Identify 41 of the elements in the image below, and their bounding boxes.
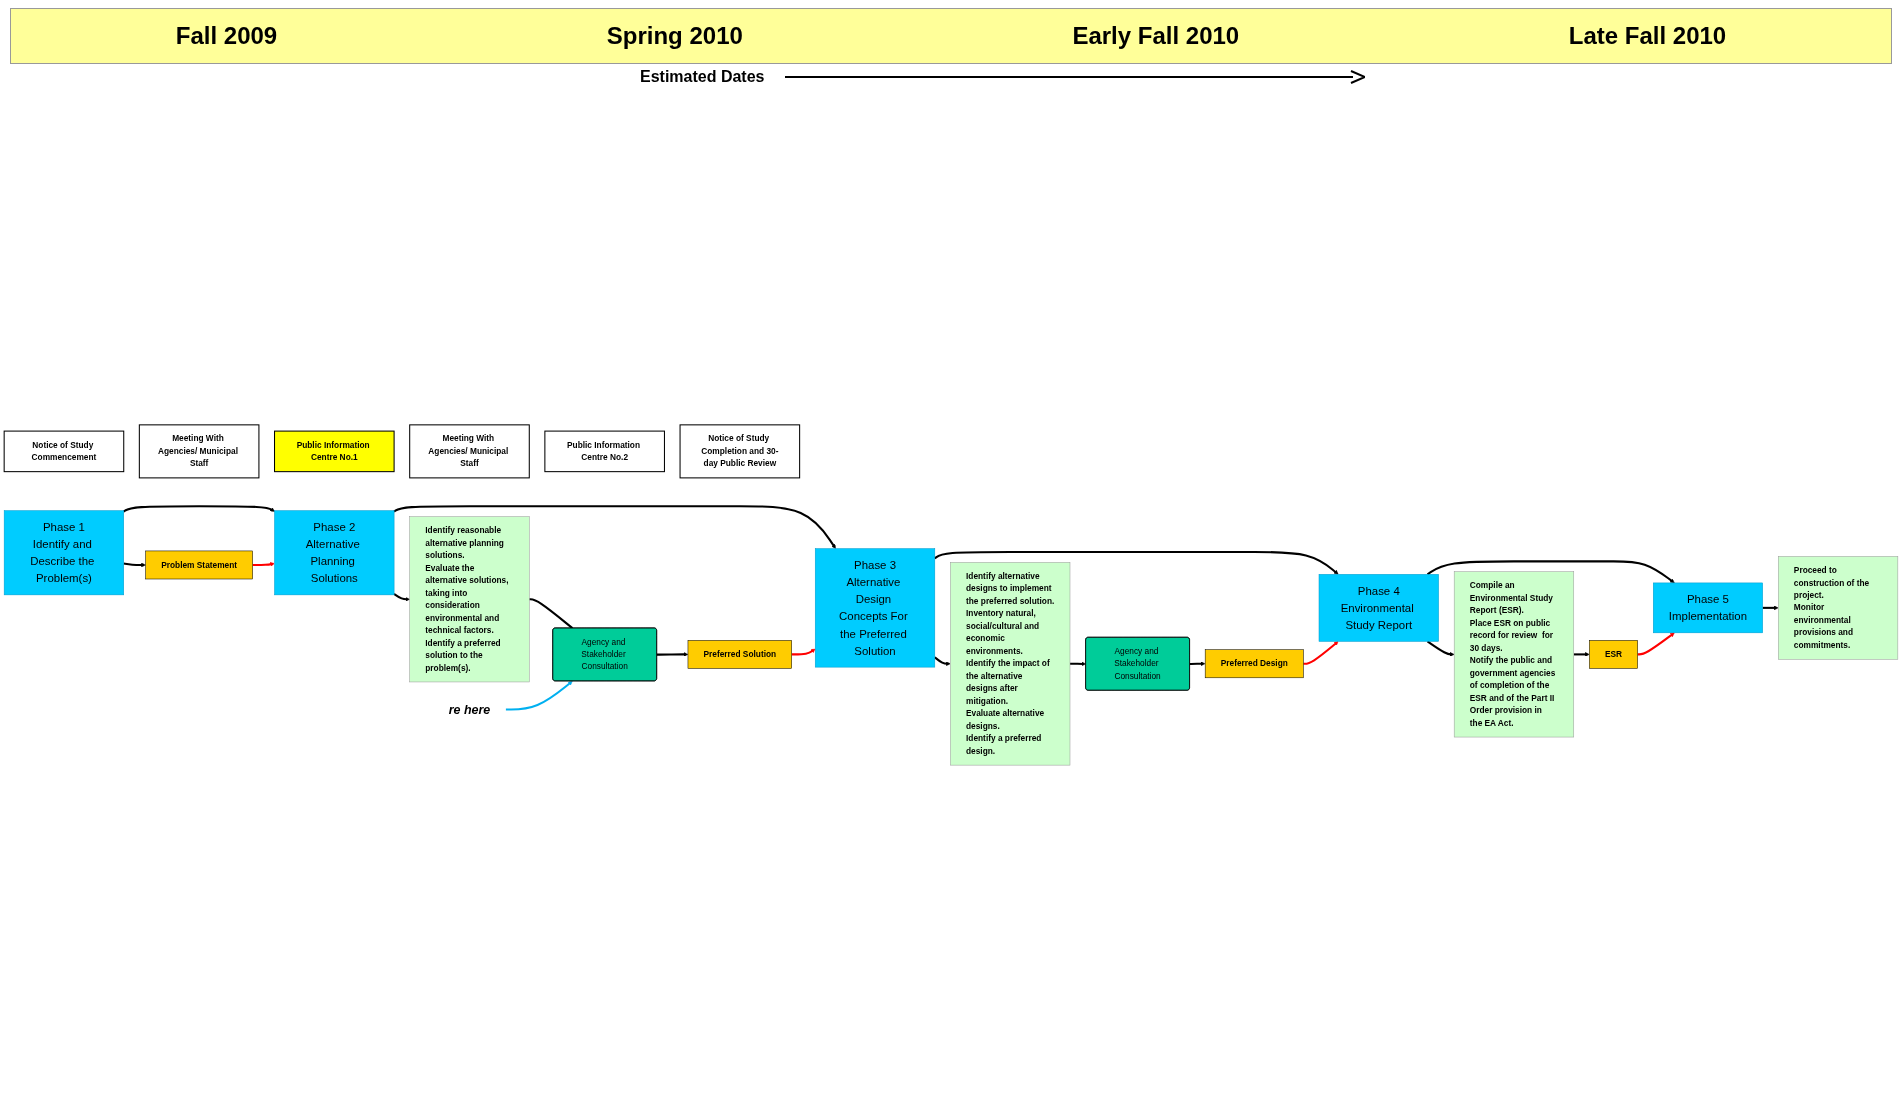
- date-label: Early Fall 2010: [1072, 22, 1240, 50]
- node-box: Public Information Centre No.2: [544, 430, 665, 473]
- node-box: Public Information Centre No.1: [274, 430, 395, 473]
- node-box: Phase 2 Alternative Planning Solutions: [274, 510, 395, 596]
- node-box: Preferred Solution: [687, 640, 792, 669]
- arrow: [505, 680, 573, 711]
- node-box: Phase 3 Alternative Design Concepts For the Preferred Solution: [814, 548, 936, 668]
- connector: [529, 598, 574, 629]
- date-label: Late Fall 2010: [1568, 22, 1727, 50]
- arrow: [934, 656, 951, 667]
- arrow: [123, 505, 275, 513]
- timeline-caption: Estimated Dates: [640, 68, 765, 86]
- node-box: Meeting With Agencies/ Municipal Staff: [138, 424, 260, 479]
- arrow: [252, 562, 275, 567]
- arrow: [1070, 661, 1087, 667]
- arrow: [791, 648, 816, 656]
- arrow: [1426, 560, 1675, 584]
- arrow: [656, 652, 689, 657]
- node-box: Phase 5 Implementation: [1653, 582, 1763, 634]
- arrow: [393, 505, 836, 549]
- node-box: Identify alternative designs to implement the preferred solution. Inventory natural, social/cultural and economic environments. Identify the impact of the alternative designs after mitigation. Evaluate alternative designs. Identify a preferred design.: [950, 562, 1071, 766]
- arrow: [1426, 640, 1455, 657]
- node-box: Notice of Study Completion and 30-day Public Review: [679, 424, 801, 479]
- node-box: Compile an Environmental Study Report (ESR). Place ESR on public record for review for 30 days. Notify the public and government agencies of completion of the ESR and of the Part II Order provision in the EA Act.: [1453, 571, 1574, 738]
- arrow: [934, 550, 1339, 575]
- node-box: Phase 1 Identify and Describe the Problem(s): [3, 510, 124, 596]
- node-box: Identify reasonable alternative planning solutions. Evaluate the alternative solutions, taking into consideration environmental and technical factors. Identify a preferred solution to the problem(s).: [409, 516, 530, 683]
- node-box: Preferred Design: [1204, 649, 1304, 679]
- node-box: Phase 4 Environmental Study Report: [1318, 574, 1439, 642]
- node-box: Meeting With Agencies/ Municipal Staff: [409, 424, 530, 479]
- date-label: Spring 2010: [606, 22, 743, 50]
- node-box: Proceed to construction of the project. Monitor environmental provisions and commitments.: [1778, 556, 1899, 660]
- arrow: [1762, 605, 1779, 611]
- node-box: ESR: [1589, 640, 1638, 669]
- node-box: Notice of Study Commencement: [3, 430, 125, 473]
- node-box: Problem Statement: [145, 550, 253, 580]
- arrow: [1637, 632, 1675, 656]
- node-text: re here: [448, 702, 491, 717]
- arrow: [1303, 641, 1339, 665]
- arrow: [123, 562, 146, 568]
- date-label: Fall 2009: [175, 22, 278, 50]
